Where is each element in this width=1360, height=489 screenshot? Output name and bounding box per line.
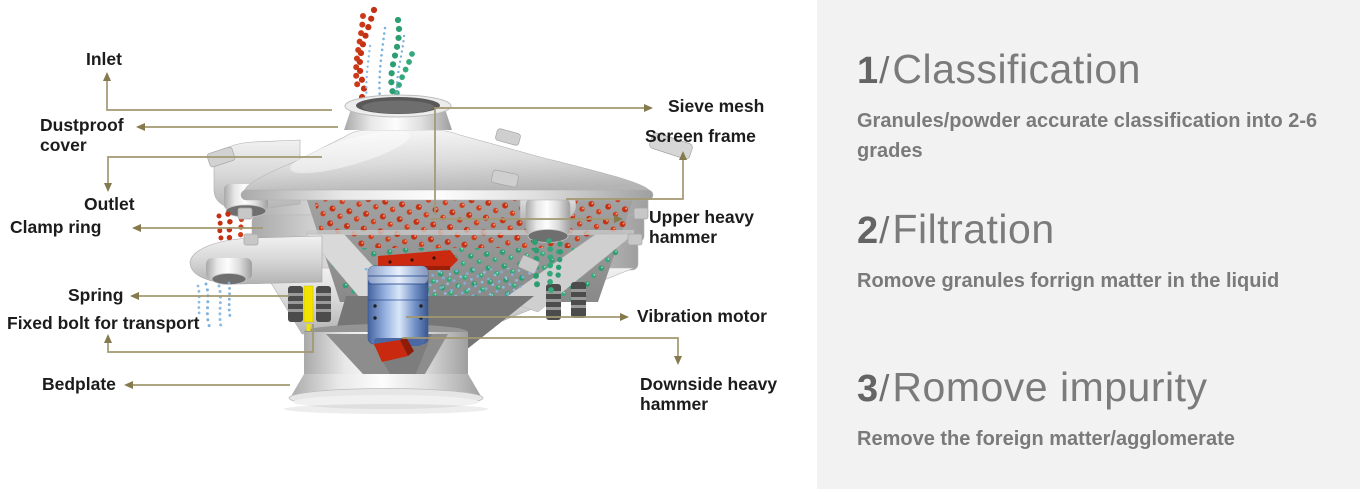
leader-lines [106, 79, 684, 386]
green-discharge-particles [532, 238, 564, 297]
feature-slash: / [879, 368, 890, 409]
feature-remove-impurity: 3/Romove impurity Remove the foreign mat… [857, 364, 1337, 454]
feature-title: Filtration [892, 206, 1055, 252]
vibration-motor-assembly [367, 250, 458, 362]
feature-filtration: 2/Filtration Romove granules forrign mat… [857, 206, 1337, 296]
leader-inlet [106, 79, 332, 111]
machine-base [284, 324, 488, 414]
label-vibration-motor: Vibration motor [637, 306, 767, 326]
leader-outlet [107, 156, 322, 185]
label-sieve-mesh: Sieve mesh [668, 96, 765, 116]
feature-description: Remove the foreign matter/agglomerate [857, 428, 1235, 450]
feature-heading: 1/Classification [857, 46, 1337, 93]
label-bedplate: Bedplate [42, 374, 116, 394]
feature-description: Romove granules forrign matter in the li… [857, 270, 1280, 292]
leader-fixed-bolt [107, 324, 314, 353]
feature-classification: 1/Classification Granules/powder accurat… [857, 46, 1337, 166]
feature-slash: / [879, 50, 890, 91]
inlet-particle-streams [351, 6, 415, 110]
features-panel: 1/Classification Granules/powder accurat… [817, 0, 1360, 489]
downside-heavy-hammer-part [374, 340, 408, 362]
label-upper-heavy-hammer: Upper heavy hammer [649, 207, 755, 248]
sieve-machine-diagram: Inlet Dustproof cover Outlet Clamp ring … [7, 6, 778, 415]
label-outlet: Outlet [84, 194, 135, 214]
label-spring: Spring [68, 285, 124, 305]
leader-screen-frame [566, 158, 684, 200]
transport-fixing-bolt [303, 285, 314, 331]
label-inlet: Inlet [86, 49, 122, 69]
upper-heavy-hammer-part [378, 250, 458, 268]
leader-downside-hammer [402, 337, 679, 358]
springs [288, 282, 586, 322]
feature-number: 1 [857, 50, 879, 92]
sieved-red-particles [314, 195, 632, 248]
label-dustproof-cover: Dustproof cover [40, 115, 124, 156]
feature-description: Granules/powder accurate classification … [857, 110, 1318, 162]
leader-arrowheads [103, 72, 687, 389]
leader-sieve-mesh [434, 107, 646, 215]
feature-number: 2 [857, 210, 879, 252]
feature-number: 3 [857, 368, 879, 410]
label-fixed-bolt-for-transport: Fixed bolt for transport [7, 313, 200, 333]
feature-title: Romove impurity [892, 364, 1208, 410]
feature-heading: 3/Romove impurity [857, 364, 1337, 411]
dustproof-cover-dome [240, 129, 654, 201]
feature-heading: 2/Filtration [857, 206, 1337, 253]
feature-slash: / [879, 210, 890, 251]
inlet-collar [344, 94, 452, 130]
vibrating-sieve-cutaway-illustration [103, 6, 693, 414]
label-downside-heavy-hammer: Downside heavy hammer [640, 374, 778, 415]
middle-left-outlet-spout [189, 235, 323, 332]
blue-discharge-particles [196, 281, 233, 332]
label-clamp-ring: Clamp ring [10, 217, 102, 237]
feature-title: Classification [892, 46, 1141, 92]
label-screen-frame: Screen frame [645, 126, 756, 146]
